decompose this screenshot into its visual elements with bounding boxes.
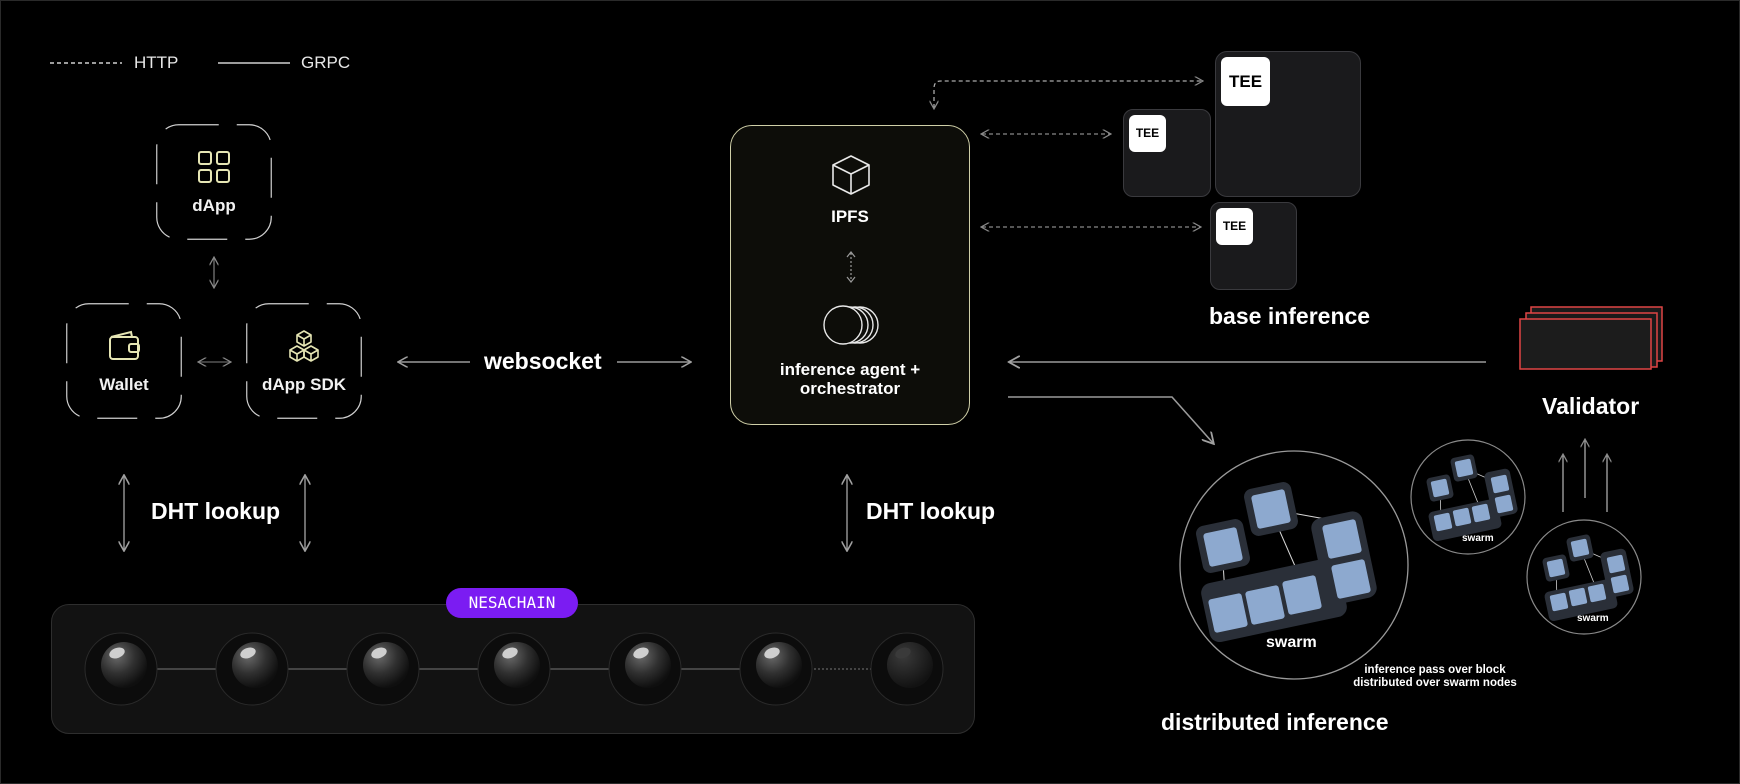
swarm-note: inference pass over block distributed ov… <box>1342 664 1528 690</box>
chain-block <box>84 632 158 706</box>
swarm-note-line2: distributed over swarm nodes <box>1353 677 1517 689</box>
tee-connector-top <box>934 81 1202 108</box>
swarm-small-graphic-1 <box>1410 439 1526 555</box>
nesachain-container <box>51 604 975 734</box>
chain-block <box>739 632 813 706</box>
tee-chip-small: TEE <box>1216 208 1253 245</box>
legend-grpc-label: GRPC <box>301 53 351 72</box>
tee-node-medium[interactable]: TEE <box>1123 109 1211 197</box>
dapp-label: dApp <box>192 196 236 215</box>
wallet-node[interactable]: Wallet <box>66 303 182 419</box>
swarm-small-graphic-2 <box>1526 519 1642 635</box>
chain-block <box>346 632 420 706</box>
dht-lookup-left-label: DHT lookup <box>151 498 281 524</box>
validator-stack-icon <box>1519 306 1663 370</box>
swarm-note-line1: inference pass over block <box>1364 664 1506 676</box>
dapp-node[interactable]: dApp <box>156 124 272 240</box>
distributed-arrow <box>1008 396 1213 443</box>
wallet-label: Wallet <box>99 375 149 394</box>
swarm-small-label-1: swarm <box>1462 533 1494 544</box>
ipfs-label: IPFS <box>831 207 869 226</box>
chain-blocks <box>84 632 944 706</box>
agent-stack-icon <box>823 305 879 345</box>
cubes-icon <box>289 330 319 362</box>
legend-http-label: HTTP <box>134 53 179 72</box>
tee-node-large[interactable]: TEE <box>1215 51 1361 197</box>
agent-label-line2: orchestrator <box>799 379 901 398</box>
swarm-small-label-2: swarm <box>1577 613 1609 624</box>
wallet-icon <box>109 330 140 360</box>
agent-label-line1: inference agent + <box>779 360 921 379</box>
dapp-sdk-label: dApp SDK <box>261 375 347 394</box>
ipfs-agent-connector <box>846 251 856 283</box>
chain-block <box>608 632 682 706</box>
websocket-label: websocket <box>484 348 602 374</box>
dht-lookup-right-label: DHT lookup <box>866 498 996 524</box>
distributed-inference-label: distributed inference <box>1161 709 1389 735</box>
tee-chip-large: TEE <box>1221 57 1270 106</box>
swarm-main-label: swarm <box>1266 634 1317 651</box>
validator-label: Validator <box>1542 393 1640 419</box>
tee-node-small[interactable]: TEE <box>1210 202 1297 290</box>
tee-chip-medium: TEE <box>1129 115 1166 152</box>
dapp-sdk-node[interactable]: dApp SDK <box>246 303 362 419</box>
grid-icon <box>198 151 230 183</box>
chain-block <box>215 632 289 706</box>
cube-icon <box>832 155 870 195</box>
nesachain-badge: NESACHAIN <box>446 588 578 618</box>
chain-block <box>870 632 944 706</box>
base-inference-label: base inference <box>1209 303 1371 329</box>
orchestrator-box[interactable]: IPFS inference agent + orchestrator <box>730 125 970 425</box>
chain-block <box>477 632 551 706</box>
swarm-main-graphic <box>1179 450 1409 680</box>
